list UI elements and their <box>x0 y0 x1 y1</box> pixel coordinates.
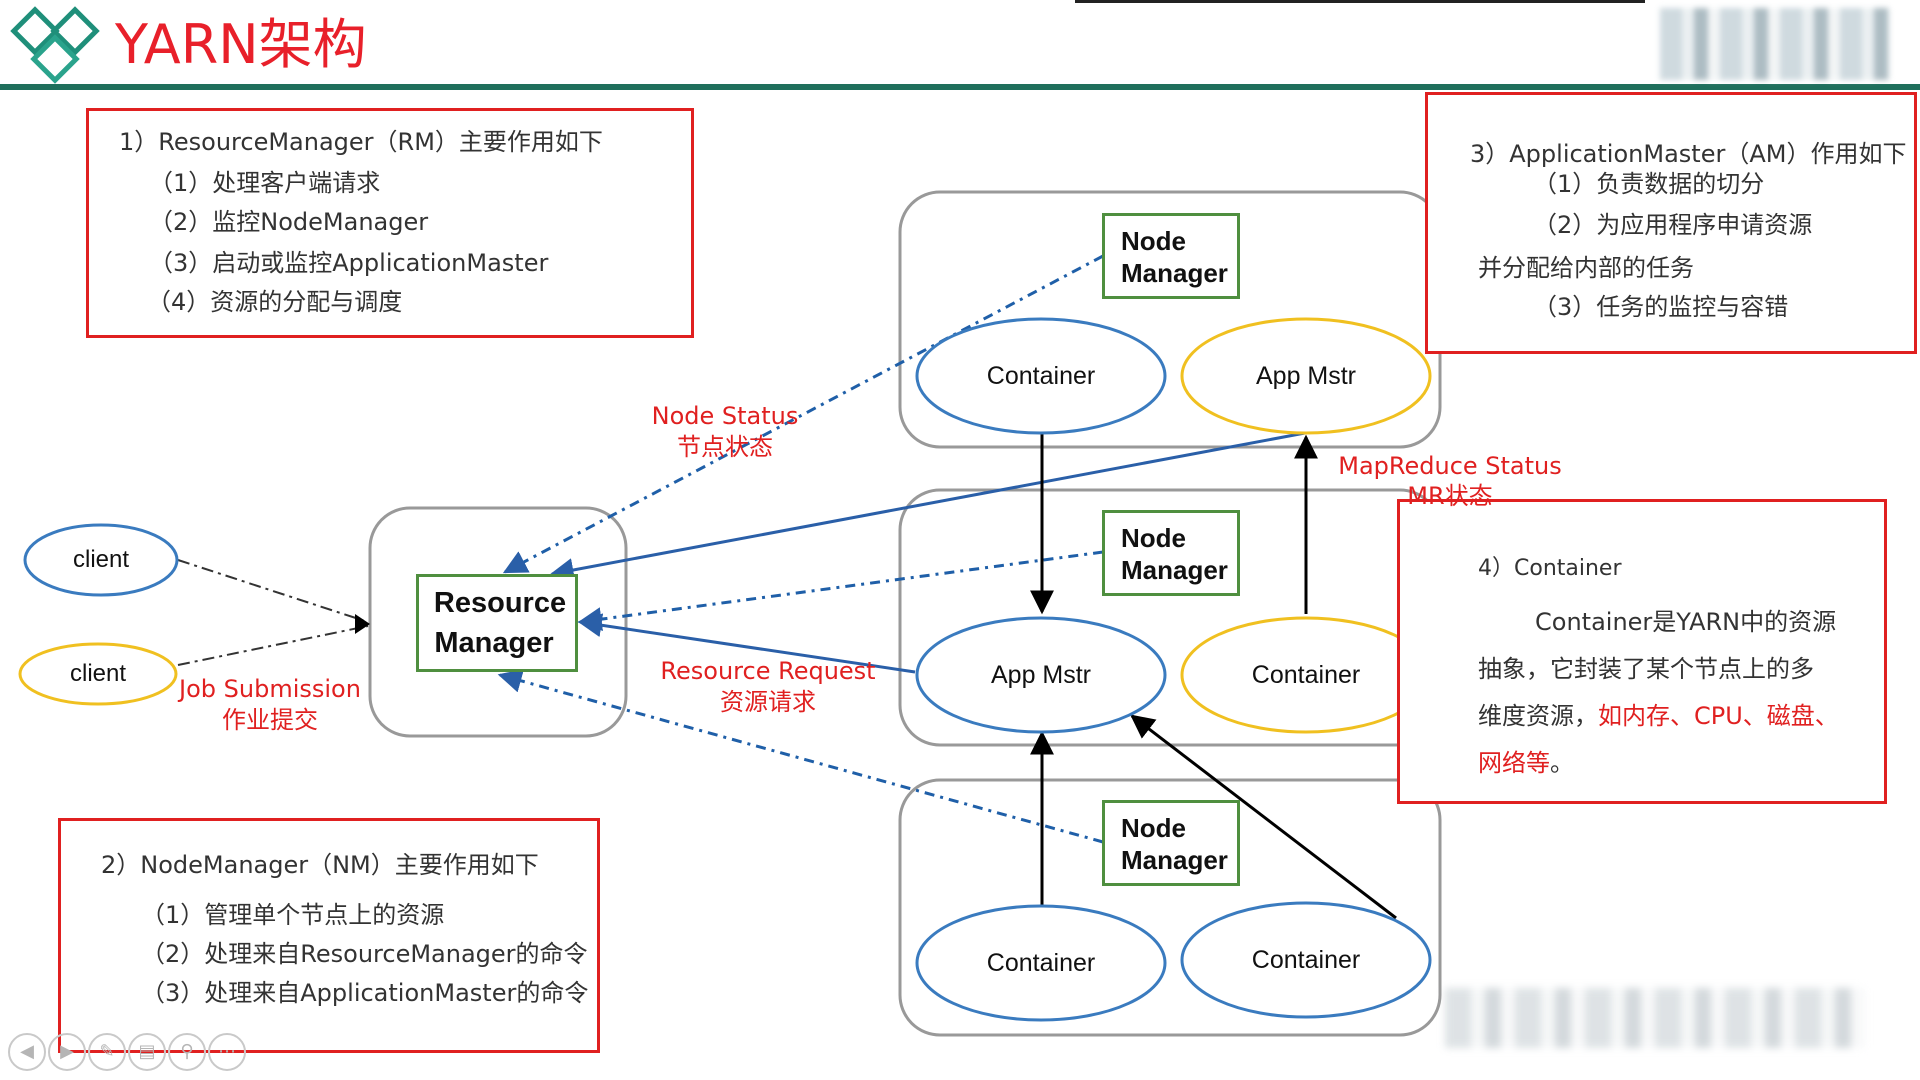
container-heading: 4）Container <box>1478 556 1622 581</box>
mr-status-label-zh: MR状态 <box>1407 482 1493 510</box>
nm-item-3: （3）处理来自ApplicationMaster的命令 <box>141 979 589 1007</box>
node-status-label-zh: 节点状态 <box>677 433 773 461</box>
am-heading: 3）ApplicationMaster（AM）作用如下 <box>1470 140 1907 168</box>
nm-item-1: （1）管理单个节点上的资源 <box>141 901 445 929</box>
container-label-top: Container <box>986 362 1096 390</box>
rm-item-4: （4）资源的分配与调度 <box>147 288 403 316</box>
container-text-4a: 网络等 <box>1478 749 1550 777</box>
container-label-bottom-right: Container <box>1251 946 1361 974</box>
rm-description-box: 1）ResourceManager（RM）主要作用如下 （1）处理客户端请求 （… <box>86 108 694 338</box>
mr-status-label-en: MapReduce Status <box>1338 452 1562 480</box>
header-divider <box>0 84 1920 90</box>
node-status-line-bottom <box>497 669 1104 844</box>
client-label-1: client <box>72 546 130 573</box>
resource-request-label-en: Resource Request <box>660 657 876 685</box>
am-item-1: （1）负责数据的切分 <box>1533 170 1765 198</box>
container-text-4: 网络等。 <box>1478 748 1574 778</box>
resource-manager-frame <box>368 506 628 738</box>
container-text-2: 抽象，它封装了某个节点上的多 <box>1478 655 1814 683</box>
rm-item-3: （3）启动或监控ApplicationMaster <box>149 249 549 277</box>
app-mstr-label-middle: App Mstr <box>990 661 1092 689</box>
client-ellipse-blue <box>23 523 179 597</box>
nm-description-box: 2）NodeManager（NM）主要作用如下 （1）管理单个节点上的资源 （2… <box>58 818 600 1053</box>
slideshow-toolbar: ◀ ▶ ✎ ▤ ⚲ ⋯ <box>8 1033 246 1073</box>
am-item-3: 并分配给内部的任务 <box>1478 254 1694 282</box>
rm-label-line2: Manager <box>434 627 554 659</box>
yarn-logo-icon <box>10 6 100 84</box>
job-submission-label-zh: 作业提交 <box>222 706 318 734</box>
nm-bottom-line1: Node <box>1121 813 1186 843</box>
resource-request-line <box>577 613 916 674</box>
nm-bottom-line2: Manager <box>1121 845 1228 875</box>
blurred-watermark-bottom <box>1445 988 1865 1048</box>
container-to-appmstr-arrow-diagonal <box>1130 714 1397 920</box>
nm-heading: 2）NodeManager（NM）主要作用如下 <box>101 851 539 879</box>
container-text-1: Container是YARN中的资源 <box>1535 608 1837 636</box>
container-label-bottom-left: Container <box>986 949 1096 977</box>
client2-to-rm-line <box>177 625 369 666</box>
app-mstr-label-top: App Mstr <box>1255 362 1357 390</box>
page-title: YARN架构 <box>115 13 367 76</box>
more-icon[interactable]: ⋯ <box>208 1033 246 1071</box>
prev-icon[interactable]: ◀ <box>8 1033 46 1071</box>
container-ellipse-top <box>915 317 1167 435</box>
am-description-box: 3）ApplicationMaster（AM）作用如下 （1）负责数据的切分 （… <box>1425 92 1917 354</box>
zoom-icon[interactable]: ⚲ <box>168 1033 206 1071</box>
nm-top-line1: Node <box>1121 226 1186 256</box>
node-status-line-middle <box>577 550 1104 632</box>
rm-item-1: （1）处理客户端请求 <box>149 169 381 197</box>
rm-label-line1: Resource <box>433 587 567 619</box>
container-text-3a: 维度资源， <box>1478 702 1598 730</box>
rm-heading: 1）ResourceManager（RM）主要作用如下 <box>119 128 603 156</box>
client-ellipse-yellow <box>18 642 178 706</box>
next-icon[interactable]: ▶ <box>48 1033 86 1071</box>
node-frame-bottom <box>898 778 1442 1037</box>
client-label-2: client <box>69 660 127 687</box>
app-mstr-ellipse-middle <box>915 616 1167 734</box>
container-description-box: 4）Container Container是YARN中的资源 抽象，它封装了某个… <box>1397 499 1887 804</box>
am-item-4: （3）任务的监控与容错 <box>1533 293 1789 321</box>
top-rule <box>1075 0 1645 3</box>
blurred-watermark <box>1660 8 1890 80</box>
container-ellipse-bottom-left <box>915 904 1167 1022</box>
pen-icon[interactable]: ✎ <box>88 1033 126 1071</box>
container-ellipse-bottom-right <box>1180 901 1432 1019</box>
job-submission-label-en: Job Submission <box>179 675 361 703</box>
node-status-label-en: Node Status <box>651 402 799 430</box>
container-label-middle: Container <box>1251 661 1361 689</box>
mr-status-to-rm-line <box>549 431 1306 582</box>
nm-item-2: （2）处理来自ResourceManager的命令 <box>141 940 588 968</box>
container-text-4b: 。 <box>1550 749 1574 777</box>
nm-middle-line1: Node <box>1121 523 1186 553</box>
rm-item-2: （2）监控NodeManager <box>149 208 429 236</box>
resource-request-label-zh: 资源请求 <box>720 688 816 716</box>
slides-icon[interactable]: ▤ <box>128 1033 166 1071</box>
am-item-2: （2）为应用程序申请资源 <box>1533 211 1813 239</box>
app-mstr-ellipse-top <box>1180 317 1432 435</box>
resource-manager-box: Resource Manager <box>416 574 578 672</box>
nm-middle-line2: Manager <box>1121 555 1228 585</box>
client1-to-rm-line <box>177 559 369 623</box>
node-manager-bottom: Node Manager <box>1102 800 1240 886</box>
rm-input-arrowhead <box>355 614 370 634</box>
nm-top-line2: Manager <box>1121 258 1228 288</box>
container-text-3: 维度资源，如内存、CPU、磁盘、 <box>1478 701 1839 731</box>
node-manager-middle: Node Manager <box>1102 510 1240 596</box>
node-manager-top: Node Manager <box>1102 213 1240 299</box>
container-text-3b: 如内存、CPU、磁盘、 <box>1598 702 1839 730</box>
